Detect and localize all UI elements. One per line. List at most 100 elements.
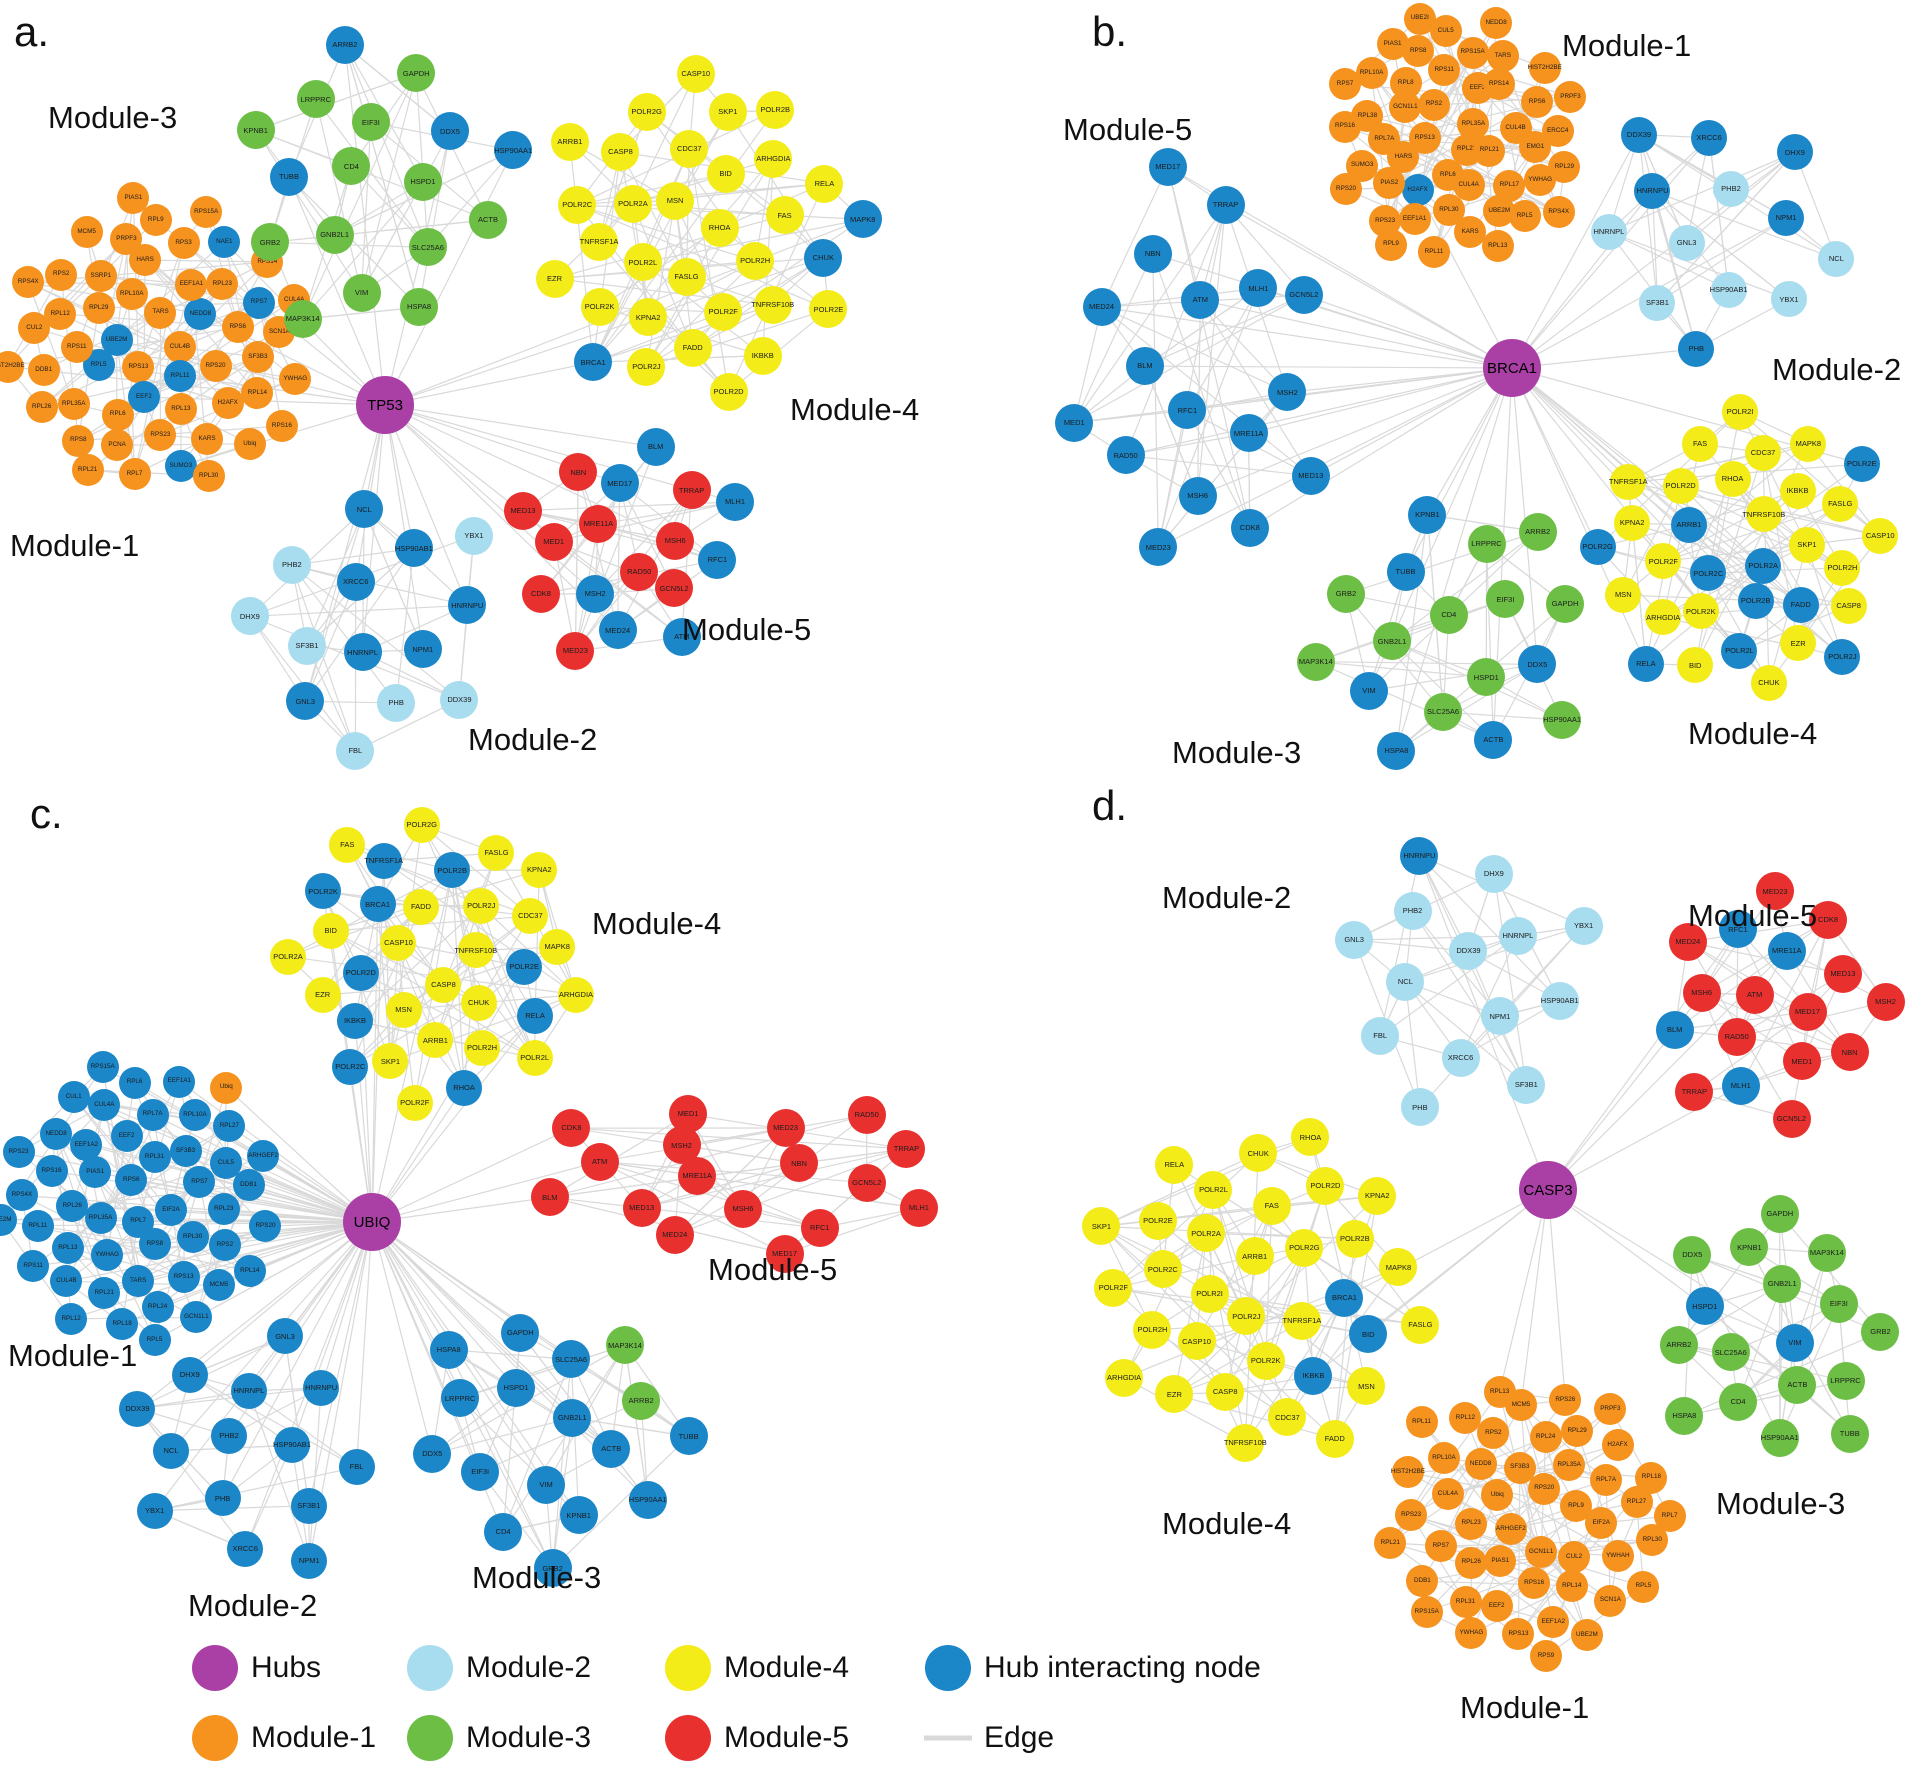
gene-node-med1[interactable]: MED1 (1782, 1042, 1821, 1081)
gene-node-rpl7[interactable]: RPL7 (118, 458, 151, 491)
gene-node-rfc1[interactable]: RFC1 (1168, 391, 1207, 430)
gene-node-rpl9[interactable]: RPL9 (139, 203, 172, 236)
gene-node-ncl[interactable]: NCL (153, 1432, 190, 1469)
gene-node-gnb2l1[interactable]: GNB2L1 (1373, 622, 1412, 661)
gene-node-polr2k[interactable]: POLR2K (1682, 593, 1719, 630)
gene-node-rps2[interactable]: RPS2 (1477, 1417, 1510, 1450)
gene-node-cul2[interactable]: CUL2 (1558, 1540, 1591, 1573)
gene-node-npm1[interactable]: NPM1 (403, 630, 442, 669)
gene-node-atm[interactable]: ATM (1735, 975, 1774, 1014)
gene-node-casp10[interactable]: CASP10 (1177, 1322, 1216, 1361)
gene-node-rela[interactable]: RELA (1627, 645, 1664, 682)
gene-node-chuk[interactable]: CHUK (804, 238, 843, 277)
gene-node-nbn[interactable]: NBN (559, 453, 598, 492)
gene-node-rpl21[interactable]: RPL21 (1374, 1527, 1407, 1559)
gene-node-hsp90ab1[interactable]: HSP90AB1 (1710, 271, 1748, 308)
gene-node-hist2h2be[interactable]: HIST2H2BE (1391, 1456, 1425, 1489)
gene-node-rpl6[interactable]: RPL6 (118, 1066, 151, 1099)
gene-node-ddx39[interactable]: DDX39 (440, 680, 479, 719)
gene-node-msh2[interactable]: MSH2 (1866, 983, 1905, 1022)
gene-node-phb2[interactable]: PHB2 (211, 1417, 248, 1454)
gene-node-rpl13[interactable]: RPL13 (1481, 230, 1514, 263)
gene-node-rps23[interactable]: RPS23 (2, 1136, 35, 1169)
gene-node-hnrnpl[interactable]: HNRNPL (1590, 214, 1627, 250)
gene-node-med1[interactable]: MED1 (1055, 403, 1094, 442)
gene-node-rela[interactable]: RELA (517, 997, 554, 1034)
gene-node-tars[interactable]: TARS (1486, 39, 1519, 72)
gene-node-gapdh[interactable]: GAPDH (397, 54, 436, 93)
gene-node-mre11a[interactable]: MRE11A (1767, 931, 1806, 970)
gene-node-rps8[interactable]: RPS8 (138, 1228, 171, 1261)
gene-node-rpl26[interactable]: RPL26 (25, 391, 58, 424)
gene-node-rps4x[interactable]: RPS4X (5, 1179, 38, 1212)
gene-node-eif3i[interactable]: EIF3I (1819, 1285, 1858, 1324)
gene-node-cul4a[interactable]: CUL4A (1452, 168, 1485, 201)
gene-node-ywhag[interactable]: YWHAG (279, 362, 312, 395)
gene-node-npm1[interactable]: NPM1 (291, 1542, 328, 1579)
gene-node-polr2e[interactable]: POLR2E (506, 948, 543, 985)
gene-node-rpl7a[interactable]: RPL7A (136, 1098, 169, 1131)
gene-node-rpl12[interactable]: RPL12 (55, 1302, 88, 1335)
gene-node-fbl[interactable]: FBL (338, 1449, 375, 1486)
gene-node-arhgdia[interactable]: ARHGDIA (754, 139, 793, 178)
gene-node-kpnb1[interactable]: KPNB1 (1730, 1228, 1769, 1267)
gene-node-rpl21[interactable]: RPL21 (1473, 134, 1506, 167)
gene-node-polr2a[interactable]: POLR2A (270, 938, 307, 975)
gene-node-fadd[interactable]: FADD (1315, 1419, 1354, 1458)
gene-node-polr2j[interactable]: POLR2J (1824, 638, 1861, 675)
gene-node-bid[interactable]: BID (1349, 1315, 1388, 1354)
gene-node-rps23[interactable]: RPS23 (144, 419, 177, 451)
gene-node-gnl3[interactable]: GNL3 (1668, 224, 1705, 261)
gene-node-tubb[interactable]: TUBB (1830, 1414, 1869, 1453)
gene-node-kpna2[interactable]: KPNA2 (629, 298, 668, 337)
gene-node-gcn5l2[interactable]: GCN5L2 (847, 1163, 886, 1202)
gene-node-polr2b[interactable]: POLR2B (1737, 582, 1774, 619)
gene-node-tnfrsf1a[interactable]: TNFRSF1A (364, 843, 403, 880)
gene-node-faslg[interactable]: FASLG (1401, 1305, 1440, 1344)
gene-node-hsp90aa1[interactable]: HSP90AA1 (1543, 700, 1582, 739)
gene-node-sf3b1[interactable]: SF3B1 (1507, 1065, 1546, 1104)
gene-node-polr2c[interactable]: POLR2C (558, 185, 597, 224)
gene-node-npm1[interactable]: NPM1 (1480, 997, 1519, 1036)
gene-node-rpl35a[interactable]: RPL35A (57, 387, 90, 420)
gene-node-rps15a[interactable]: RPS15A (86, 1051, 119, 1084)
gene-node-rpl31[interactable]: RPL31 (1449, 1586, 1482, 1619)
gene-node-trrap[interactable]: TRRAP (1675, 1073, 1714, 1112)
gene-node-polr2h[interactable]: POLR2H (736, 242, 775, 281)
gene-node-bid[interactable]: BID (312, 912, 349, 949)
gene-node-polr2h[interactable]: POLR2H (464, 1029, 501, 1066)
gene-node-ddb1[interactable]: DDB1 (27, 353, 60, 386)
gene-node-msh2[interactable]: MSH2 (662, 1126, 701, 1165)
gene-node-ezr[interactable]: EZR (535, 259, 574, 298)
gene-node-rps14[interactable]: RPS14 (1483, 68, 1515, 101)
gene-node-xrcc6[interactable]: XRCC6 (1441, 1038, 1480, 1077)
gene-node-rps13[interactable]: RPS13 (122, 350, 155, 383)
gene-node-lrpprc[interactable]: LRPPRC (1467, 525, 1506, 564)
gene-node-blm[interactable]: BLM (636, 427, 675, 466)
gene-node-arhgef2[interactable]: ARHGEF2 (1494, 1512, 1527, 1545)
gene-node-polr2j[interactable]: POLR2J (463, 888, 500, 924)
gene-node-rad50[interactable]: RAD50 (1106, 436, 1145, 475)
gene-node-pias1[interactable]: PIAS1 (1484, 1544, 1517, 1577)
gene-node-gapdh[interactable]: GAPDH (1546, 585, 1585, 624)
gene-node-casp8[interactable]: CASP8 (425, 967, 462, 1004)
gene-node-eef1a2[interactable]: EEF1A2 (70, 1128, 103, 1161)
gene-node-ddb1[interactable]: DDB1 (232, 1168, 265, 1201)
gene-node-fas[interactable]: FAS (329, 826, 366, 863)
gene-node-gcn5l2[interactable]: GCN5L2 (1772, 1099, 1811, 1138)
gene-node-arrb1[interactable]: ARRB1 (1235, 1237, 1274, 1276)
gene-node-rpl30[interactable]: RPL30 (176, 1221, 209, 1254)
gene-node-polr2c[interactable]: POLR2C (332, 1048, 369, 1085)
gene-node-rhoa[interactable]: RHOA (1291, 1118, 1330, 1157)
gene-node-sf3b3[interactable]: SF3B3 (241, 341, 274, 374)
gene-node-eif3i[interactable]: EIF3I (461, 1452, 500, 1491)
gene-node-rps15a[interactable]: RPS15A (1410, 1596, 1443, 1629)
gene-node-nedd8[interactable]: NEDD8 (184, 297, 217, 330)
gene-node-rps2[interactable]: RPS2 (208, 1228, 241, 1261)
gene-node-ubiq[interactable]: Ubiq (1481, 1479, 1514, 1512)
gene-node-med13[interactable]: MED13 (1291, 456, 1330, 495)
gene-node-gcn1l1[interactable]: GCN1L1 (180, 1301, 213, 1334)
gene-node-arrb1[interactable]: ARRB1 (550, 122, 589, 161)
gene-node-hnrnpu[interactable]: HNRNPU (448, 586, 487, 625)
gene-node-grb2[interactable]: GRB2 (1861, 1313, 1900, 1352)
